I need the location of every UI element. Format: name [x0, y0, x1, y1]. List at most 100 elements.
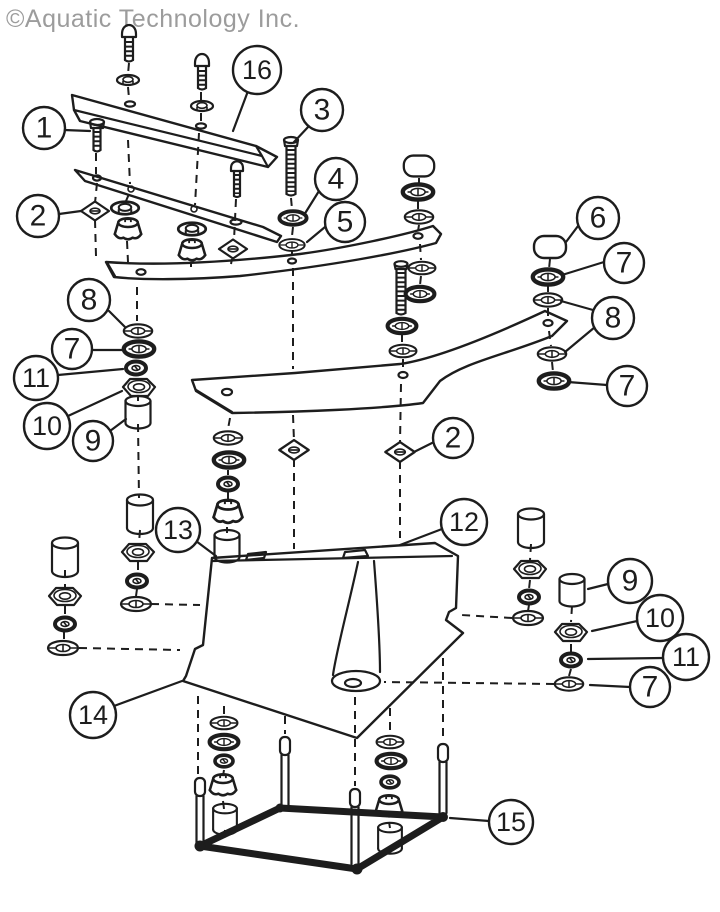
- callout-bubble-13: [154, 506, 202, 554]
- callout-leader-line: [586, 656, 665, 661]
- callout-number: 10: [32, 411, 62, 441]
- flat-washer: [122, 323, 154, 339]
- callout-leader-line: [194, 539, 218, 558]
- callout-bubble-8: [590, 295, 636, 341]
- callout-bubble-16: [231, 44, 283, 96]
- callout-number: 11: [22, 363, 50, 393]
- callout-number: 5: [337, 206, 354, 239]
- dome-washer: [109, 200, 141, 216]
- rubber-cap: [532, 234, 568, 260]
- callout-number: 7: [619, 370, 636, 403]
- callout-number: 14: [78, 700, 108, 730]
- callout-leader-line: [564, 224, 580, 244]
- flange-nut: [208, 773, 238, 797]
- flat-washer: [403, 209, 435, 225]
- thick-washer: [533, 269, 563, 284]
- callout-number: 10: [645, 603, 675, 633]
- flat-washer: [375, 734, 405, 750]
- thick-washer: [377, 754, 406, 768]
- callout-bubble-7: [602, 241, 646, 285]
- callout-bubble-2: [15, 193, 61, 239]
- flat-washer: [536, 346, 568, 362]
- callout-bubble-9: [71, 419, 115, 463]
- anchor-post: [278, 735, 292, 808]
- callout-number: 3: [314, 94, 331, 127]
- callout-bubble-1: [21, 105, 67, 151]
- lock-washer: [213, 753, 235, 769]
- hex-nut: [553, 622, 589, 643]
- callout-bubble-6: [575, 195, 621, 241]
- dome-washer: [176, 221, 208, 237]
- hex-bolt: [393, 260, 409, 316]
- anchor-cap: [125, 493, 155, 536]
- anchor-cap: [516, 507, 546, 550]
- lock-washer: [53, 615, 77, 633]
- callout-bubble-14: [68, 690, 118, 740]
- callout-leader-line: [231, 89, 250, 133]
- flange-nut: [177, 238, 207, 262]
- dome-washer: [189, 99, 215, 113]
- centerlines: [63, 62, 573, 841]
- callout-leader-line: [107, 309, 127, 329]
- flat-washer: [388, 343, 418, 359]
- lock-washer: [124, 359, 148, 377]
- callout-leader-line: [56, 367, 125, 377]
- callout-bubble-11: [12, 354, 60, 402]
- callout-leader-line: [412, 440, 436, 454]
- anchor-post: [348, 787, 362, 866]
- thick-washer: [539, 373, 569, 388]
- lock-washer: [216, 475, 240, 493]
- lock-washer: [125, 572, 149, 590]
- hex-bolt: [88, 117, 106, 153]
- callout-bubble-4: [313, 156, 359, 202]
- lock-washer: [559, 651, 583, 669]
- flat-washer: [278, 238, 306, 252]
- callout-number: 7: [642, 671, 659, 704]
- base-slot: [244, 550, 268, 562]
- flat-washer: [532, 292, 564, 308]
- callout-number: 12: [449, 507, 479, 537]
- callout-leader-line: [559, 299, 595, 312]
- callout-number: 8: [81, 284, 98, 317]
- flat-washer: [119, 595, 153, 613]
- fulcrum-base: [181, 541, 465, 740]
- square-washer: [278, 438, 310, 462]
- callout-number: 2: [445, 422, 462, 455]
- callout-number: 7: [64, 333, 81, 366]
- dome-washer: [115, 73, 141, 87]
- callout-number: 6: [590, 202, 607, 235]
- callout-leader-line: [398, 527, 444, 547]
- lock-washer: [517, 588, 541, 606]
- callout-leader-line: [108, 417, 128, 433]
- carriage-bolt: [120, 23, 138, 63]
- top-mounting-bar: [70, 93, 279, 169]
- callout-bubble-12: [439, 497, 489, 547]
- callout-leader-line: [560, 260, 606, 277]
- thick-washer: [403, 184, 433, 199]
- square-washer: [217, 238, 249, 260]
- carriage-bolt: [193, 52, 211, 91]
- callout-bubble-7: [605, 364, 649, 408]
- flat-washer: [553, 676, 585, 692]
- callout-bubble-7: [628, 665, 672, 709]
- flange-nut: [113, 217, 143, 241]
- callout-leader-line: [590, 619, 639, 633]
- flat-washer: [209, 715, 239, 731]
- spacer-bushing: [558, 572, 586, 608]
- callout-leader-line: [66, 389, 124, 418]
- hex-bolt: [282, 135, 300, 197]
- square-washer: [79, 200, 111, 222]
- thick-washer: [277, 209, 309, 227]
- anchor-post: [436, 742, 450, 815]
- bar-hole: [194, 122, 208, 130]
- callout-leader-line: [62, 128, 92, 133]
- hex-nut: [120, 542, 156, 563]
- callout-number: 8: [605, 302, 622, 335]
- callout-bubble-3: [299, 87, 345, 133]
- callout-number: 7: [616, 247, 633, 280]
- callout-number: 16: [242, 55, 272, 85]
- callout-number: 1: [36, 112, 53, 145]
- callout-bubble-8: [66, 277, 112, 323]
